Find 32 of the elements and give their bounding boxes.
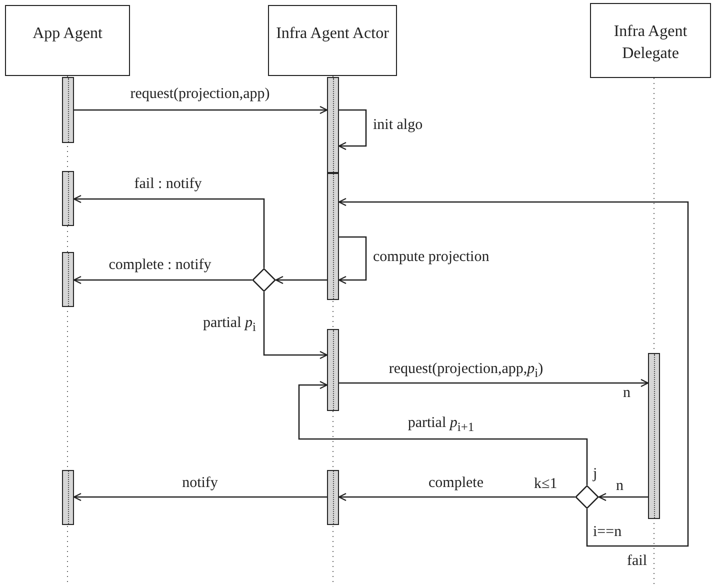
participant-box: App Agent	[5, 5, 130, 76]
participant-box: Infra Agent Actor	[268, 5, 397, 76]
activation-bar	[327, 77, 339, 173]
edge-label: init algo	[371, 116, 425, 134]
activation-bar	[327, 329, 339, 411]
activation-bar	[62, 252, 74, 307]
activation-bar	[648, 353, 660, 519]
activation-bar	[62, 470, 74, 525]
edge-label: complete : notify	[106, 256, 214, 274]
message-arrow	[338, 492, 575, 502]
activation-bar	[62, 171, 74, 226]
message-arrow	[298, 380, 588, 485]
edge-label: notify	[180, 474, 220, 492]
participant-box: Infra Agent Delegate	[590, 3, 711, 78]
message-arrow	[73, 276, 252, 284]
edge-label: compute projection	[371, 248, 492, 266]
message-arrow	[338, 236, 367, 284]
message-arrow	[338, 198, 689, 547]
edge-label: complete	[426, 474, 486, 492]
message-arrow	[73, 194, 265, 268]
message-arrow	[275, 276, 327, 284]
message-arrow	[263, 292, 328, 360]
message-arrow	[339, 378, 649, 388]
message-arrow	[73, 492, 327, 502]
message-arrow	[74, 106, 328, 114]
activation-bar	[62, 77, 74, 143]
edge-label: fail : notify	[132, 175, 204, 193]
activation-bar	[327, 173, 339, 300]
edge-label: request(projection,app)	[128, 85, 272, 103]
activation-bar	[327, 470, 339, 525]
message-arrow	[338, 109, 367, 150]
message-arrow	[598, 492, 648, 502]
